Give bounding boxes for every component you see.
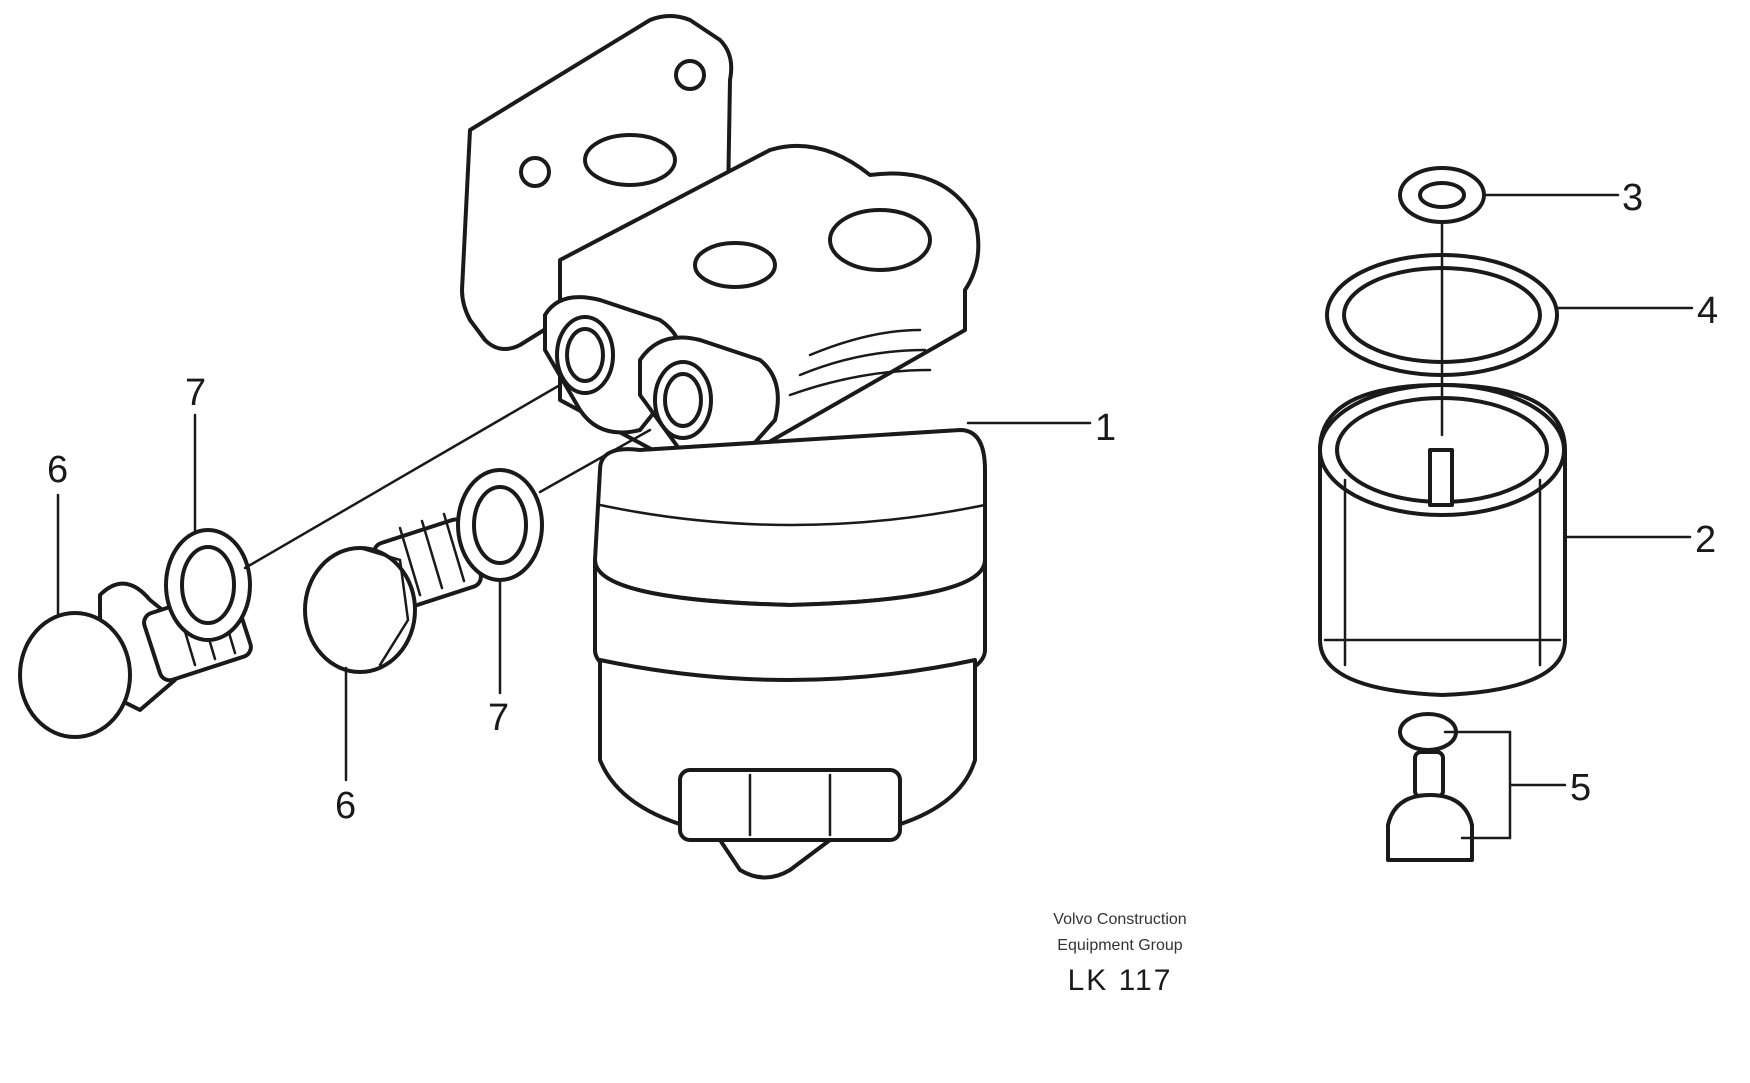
callout-7-center: 7	[488, 697, 509, 739]
center-plug-part-6	[303, 512, 483, 674]
callout-6-center: 6	[335, 785, 356, 827]
callout-2: 2	[1695, 519, 1716, 561]
callout-6-left: 6	[47, 449, 68, 491]
callout-1: 1	[1095, 407, 1116, 449]
leader-5	[1443, 730, 1567, 840]
caption-company-line1: Volvo Construction	[1053, 911, 1186, 928]
callout-3: 3	[1622, 177, 1643, 219]
leader-center-plug	[538, 428, 652, 494]
left-washer-part-7	[164, 528, 252, 642]
callout-4: 4	[1697, 290, 1718, 332]
drain-valve-part-5	[1386, 712, 1474, 862]
caption-drawing-code: LK 117	[1068, 964, 1173, 997]
leader-left-plug	[243, 383, 562, 570]
caption-company-line2: Equipment Group	[1057, 937, 1183, 954]
filter-housing-assembly	[460, 14, 987, 880]
center-washer-part-7	[456, 468, 544, 582]
callout-5: 5	[1570, 767, 1591, 809]
callout-7-left: 7	[185, 372, 206, 414]
o-ring-part-3	[1398, 166, 1486, 224]
